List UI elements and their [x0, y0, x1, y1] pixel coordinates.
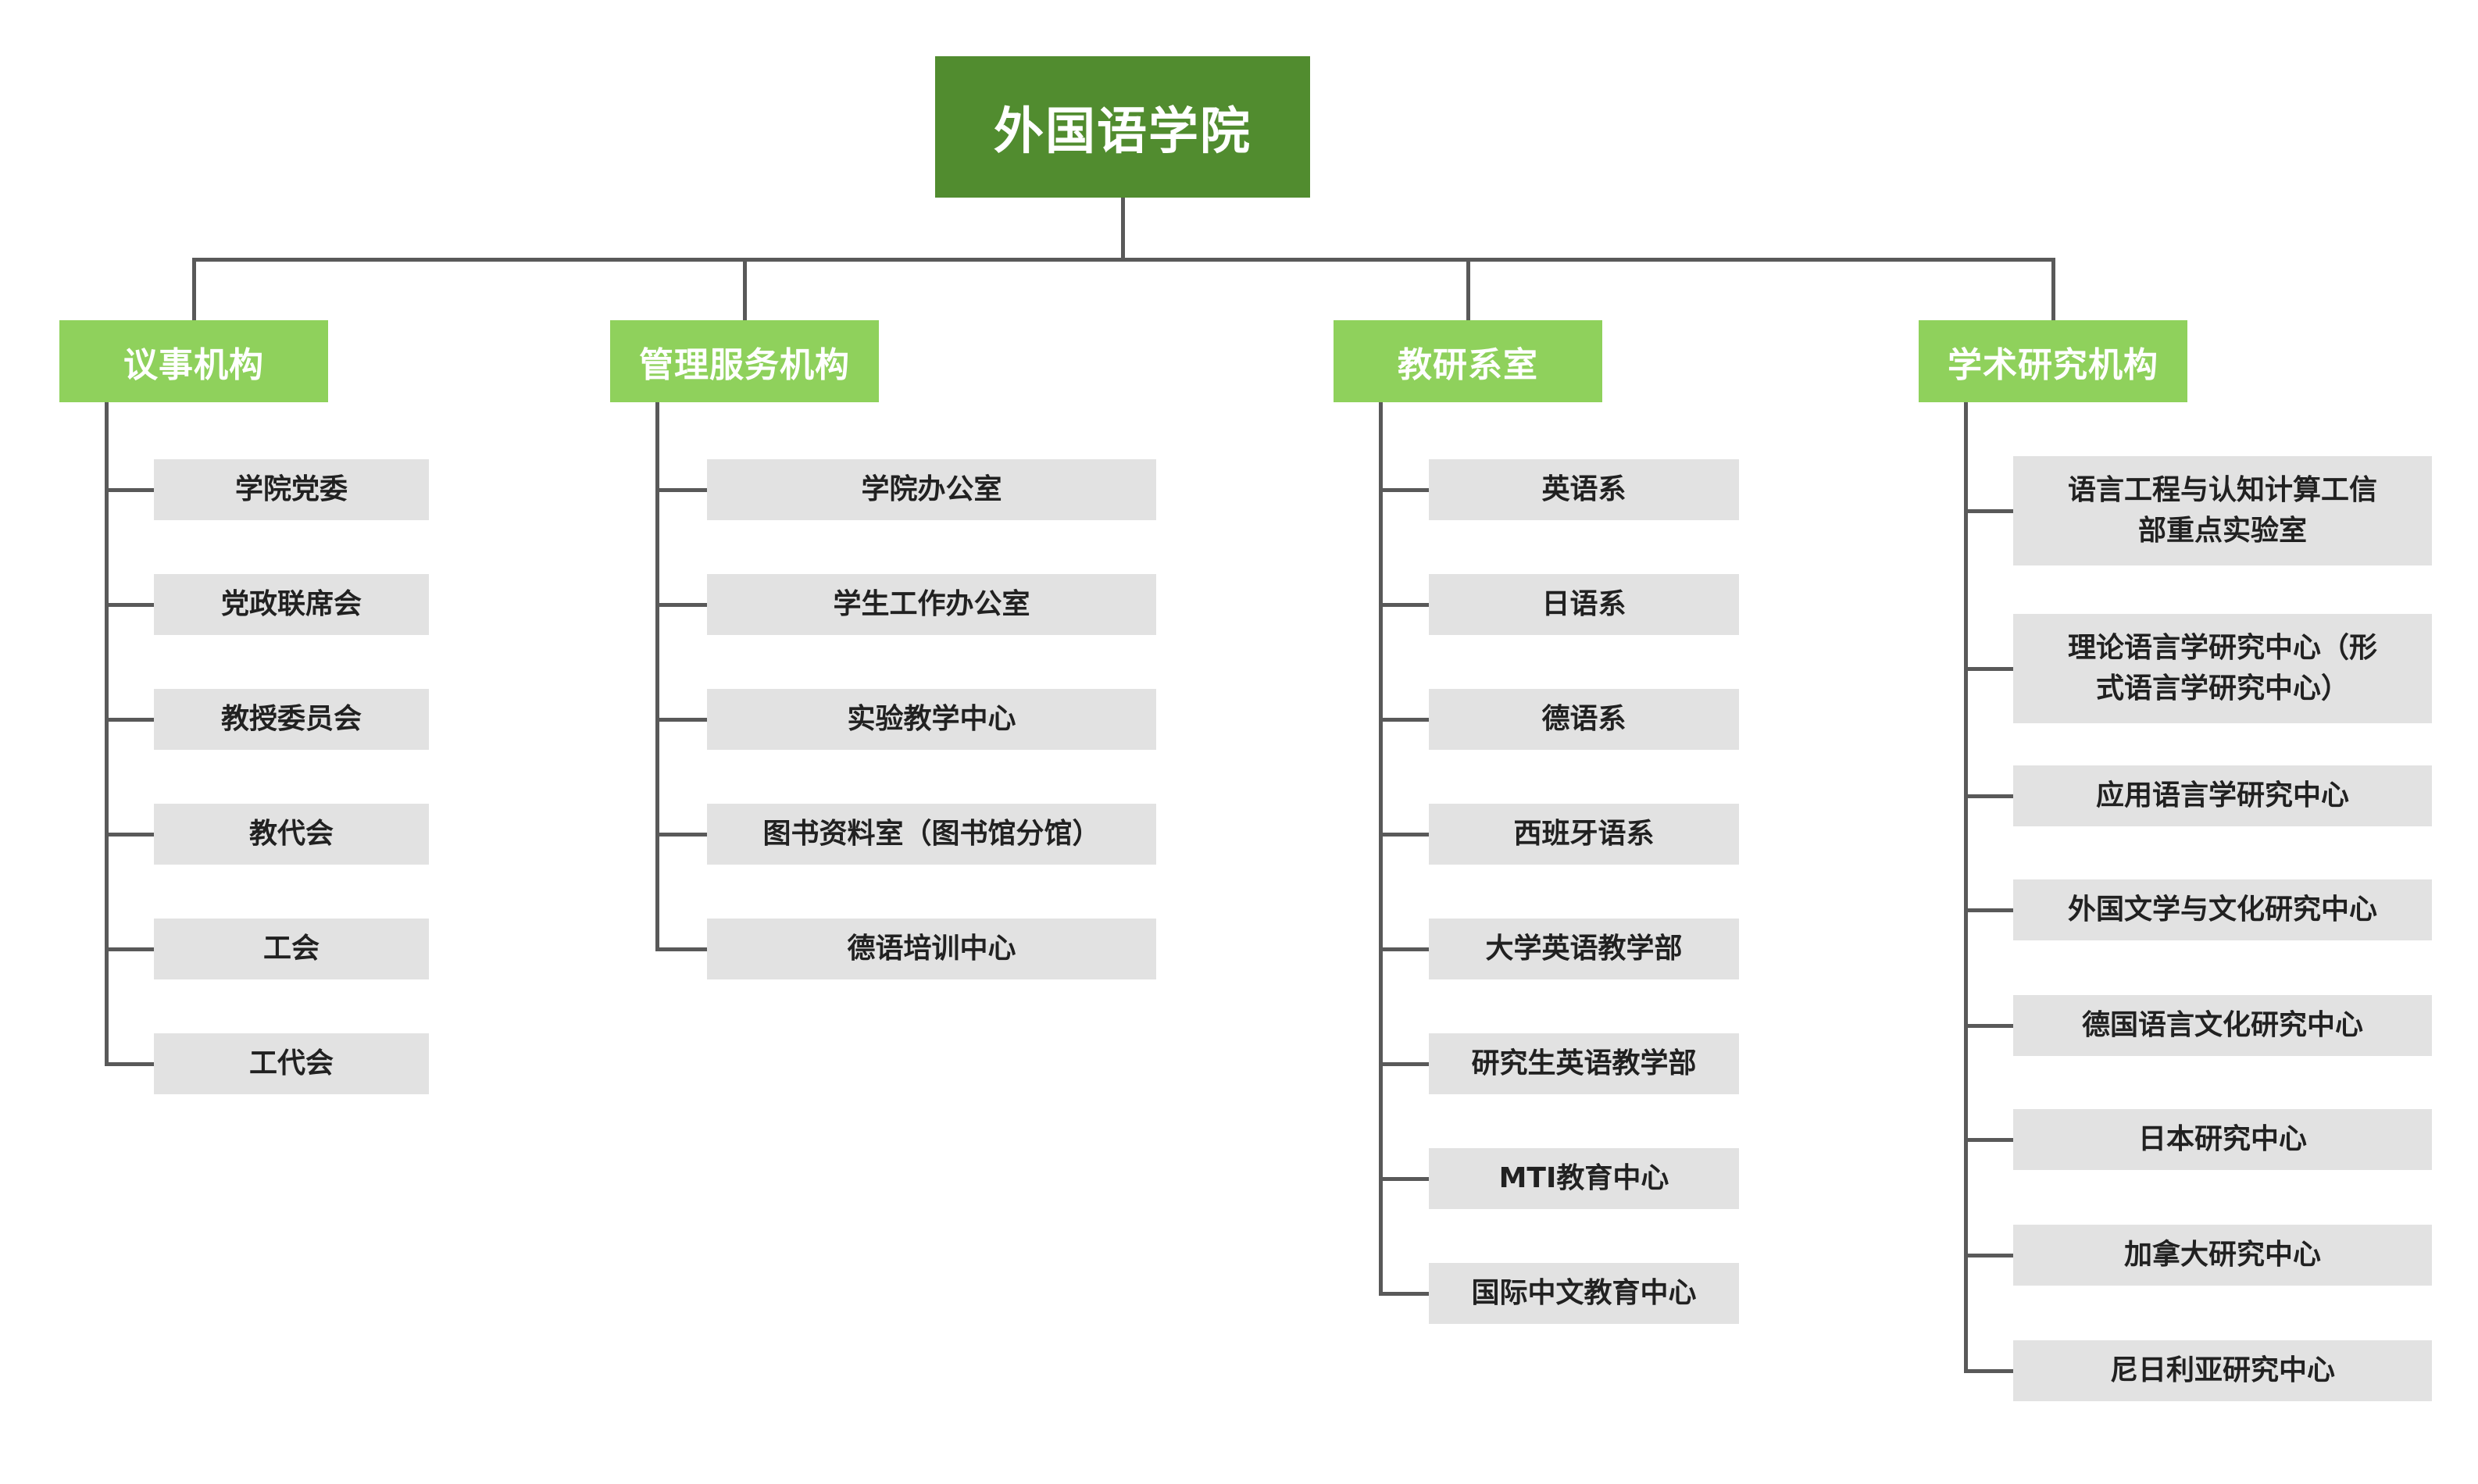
- connector-line: [104, 487, 154, 492]
- connector-line: [655, 487, 707, 492]
- org-node: 学生工作办公室: [707, 574, 1156, 635]
- connector-line: [1378, 487, 1429, 492]
- connector-line: [1378, 602, 1429, 607]
- connector-line: [1378, 402, 1383, 1296]
- org-node: 国际中文教育中心: [1429, 1263, 1739, 1324]
- connector-line: [2051, 258, 2055, 320]
- org-node: 德语培训中心: [707, 919, 1156, 979]
- connector-line: [1963, 508, 2013, 513]
- org-node: 尼日利亚研究中心: [2013, 1340, 2432, 1401]
- org-node: MTI教育中心: [1429, 1148, 1739, 1209]
- org-node: 学院党委: [154, 459, 429, 520]
- org-node: 教授委员会: [154, 689, 429, 750]
- connector-line: [1378, 947, 1429, 951]
- connector-line: [104, 1061, 154, 1066]
- org-node: 理论语言学研究中心（形式语言学研究中心）: [2013, 614, 2432, 723]
- org-node: 德国语言文化研究中心: [2013, 995, 2432, 1056]
- connector-line: [1963, 666, 2013, 671]
- connector-line: [1378, 1291, 1429, 1296]
- connector-line: [1378, 1176, 1429, 1181]
- connector-line: [655, 602, 707, 607]
- org-node: 大学英语教学部: [1429, 919, 1739, 979]
- org-node: 教代会: [154, 804, 429, 865]
- org-node: 加拿大研究中心: [2013, 1225, 2432, 1286]
- branch-header-management-services: 管理服务机构: [610, 320, 879, 402]
- connector-line: [1963, 1368, 2013, 1373]
- org-node: 语言工程与认知计算工信部重点实验室: [2013, 456, 2432, 565]
- connector-line: [655, 717, 707, 722]
- connector-line: [655, 947, 707, 951]
- connector-line: [191, 258, 2055, 262]
- branch-header-deliberative: 议事机构: [59, 320, 328, 402]
- org-node: 工会: [154, 919, 429, 979]
- connector-line: [1963, 1023, 2013, 1028]
- connector-line: [104, 717, 154, 722]
- connector-line: [655, 402, 659, 951]
- org-node: 外国文学与文化研究中心: [2013, 879, 2432, 940]
- connector-line: [1466, 258, 1470, 320]
- root-node: 外国语学院: [935, 56, 1310, 198]
- org-node: 学院办公室: [707, 459, 1156, 520]
- connector-line: [1378, 832, 1429, 837]
- connector-line: [1120, 198, 1125, 262]
- org-node: 研究生英语教学部: [1429, 1033, 1739, 1094]
- org-node: 工代会: [154, 1033, 429, 1094]
- branch-header-teaching-departments: 教研系室: [1334, 320, 1602, 402]
- connector-line: [1963, 1137, 2013, 1142]
- org-node: 图书资料室（图书馆分馆）: [707, 804, 1156, 865]
- connector-line: [104, 832, 154, 837]
- org-node: 西班牙语系: [1429, 804, 1739, 865]
- connector-line: [1963, 1253, 2013, 1257]
- connector-line: [191, 258, 196, 320]
- org-node: 日本研究中心: [2013, 1109, 2432, 1170]
- connector-line: [1963, 908, 2013, 912]
- org-node: 德语系: [1429, 689, 1739, 750]
- connector-line: [1963, 402, 1968, 1373]
- branch-header-research-institutes: 学术研究机构: [1919, 320, 2187, 402]
- connector-line: [1378, 1061, 1429, 1066]
- connector-line: [1378, 717, 1429, 722]
- connector-line: [1963, 794, 2013, 798]
- connector-line: [655, 832, 707, 837]
- connector-line: [104, 947, 154, 951]
- org-node: 日语系: [1429, 574, 1739, 635]
- org-node: 党政联席会: [154, 574, 429, 635]
- org-node: 实验教学中心: [707, 689, 1156, 750]
- org-node: 英语系: [1429, 459, 1739, 520]
- connector-line: [742, 258, 747, 320]
- connector-line: [104, 402, 109, 1066]
- org-node: 应用语言学研究中心: [2013, 765, 2432, 826]
- connector-line: [104, 602, 154, 607]
